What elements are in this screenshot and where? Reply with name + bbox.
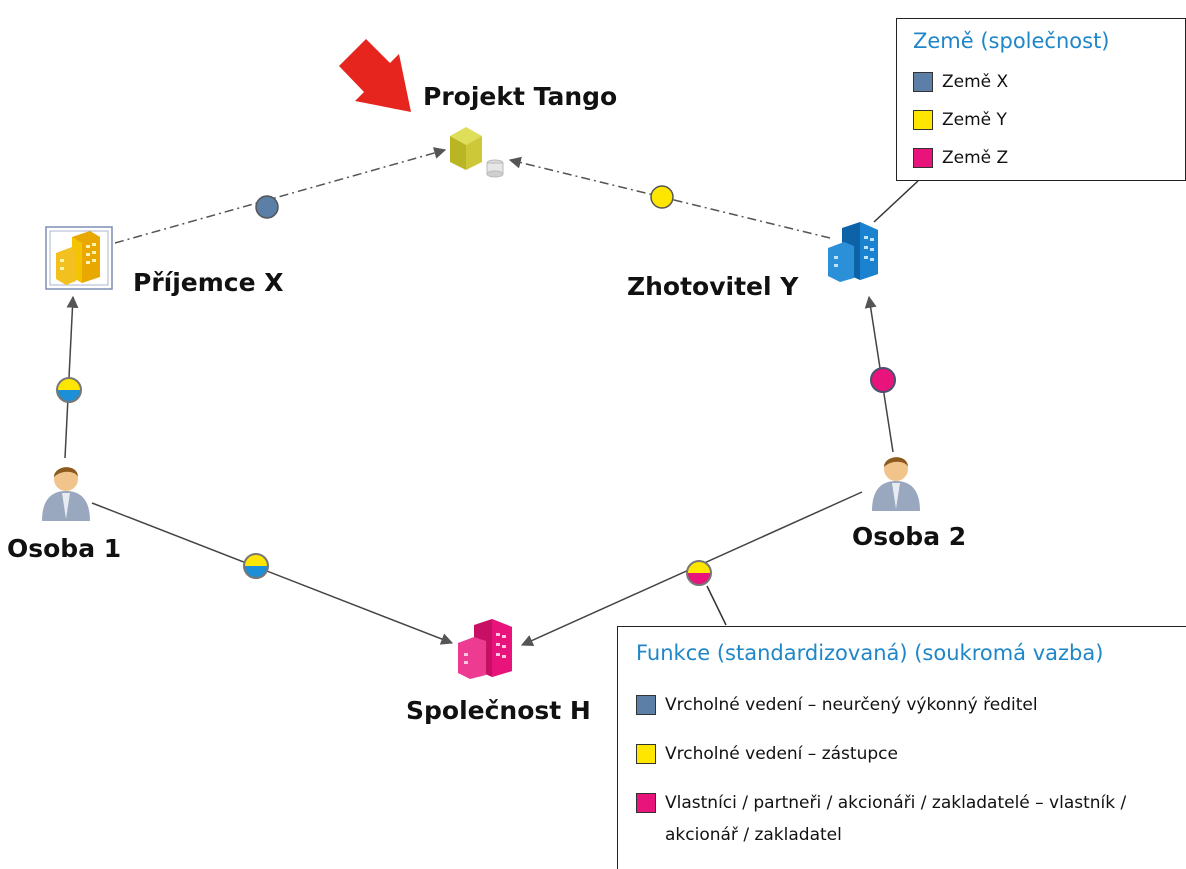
country-legend-item: Země Z: [913, 139, 1169, 177]
country-legend-item: Země Y: [913, 101, 1169, 139]
node-label-project: Projekt Tango: [423, 82, 618, 111]
legend-swatch: [913, 110, 933, 130]
legend-item-label: Vrcholné vedení – neurčený výkonný ředit…: [665, 695, 1038, 715]
edge-contractor-project: [508, 156, 831, 239]
edge-marker-function-split[interactable]: [243, 553, 269, 579]
edge-marker-function-split[interactable]: [56, 377, 82, 403]
legend-item-label: Země Z: [942, 148, 1009, 168]
legend-swatch: [636, 744, 656, 764]
legend-item-label: Země X: [942, 72, 1009, 92]
edge-marker-function-magenta[interactable]: [870, 367, 896, 393]
function-legend-item: Vrcholné vedení – zástupce: [636, 738, 1170, 770]
edge-recipient-project: [114, 147, 447, 244]
edge-marker-country-x[interactable]: [255, 195, 279, 219]
function-legend-title: Funkce (standardizovaná) (soukromá vazba…: [636, 641, 1104, 665]
project-cube-icon[interactable]: [450, 127, 504, 178]
building-icon[interactable]: [458, 619, 512, 679]
node-label-recipient: Příjemce X: [133, 268, 284, 297]
node-label-person2: Osoba 2: [852, 522, 967, 551]
highlight-arrow: [339, 39, 411, 112]
legend-swatch: [636, 695, 656, 715]
building-icon[interactable]: [45, 226, 113, 290]
node-label-person1: Osoba 1: [7, 534, 122, 563]
legend-item-label: Vrcholné vedení – zástupce: [665, 744, 898, 764]
legend-item-label: Země Y: [942, 110, 1007, 130]
person-icon[interactable]: [42, 467, 90, 521]
function-legend: Funkce (standardizovaná) (soukromá vazba…: [617, 626, 1186, 869]
legend-swatch: [636, 793, 656, 813]
edge-person1-company: [91, 502, 454, 645]
legend-swatch: [913, 148, 933, 168]
function-legend-item: Vlastníci / partneři / akcionáři / zakla…: [636, 787, 1170, 851]
edge-marker-country-y[interactable]: [650, 185, 674, 209]
legend-item-label: Vlastníci / partneři / akcionáři / zakla…: [665, 793, 1127, 845]
function-legend-item: Vrcholné vedení – neurčený výkonný ředit…: [636, 689, 1170, 721]
connector-country-legend: [873, 180, 919, 223]
building-icon[interactable]: [828, 222, 878, 282]
country-legend: Země (společnost) Země X Země Y Země Z: [896, 18, 1186, 181]
node-label-contractor: Zhotovitel Y: [627, 272, 799, 301]
node-label-company: Společnost H: [406, 696, 591, 725]
country-legend-item: Země X: [913, 63, 1169, 101]
connector-function-legend: [706, 585, 727, 626]
country-legend-title: Země (společnost): [913, 29, 1110, 53]
person-icon[interactable]: [872, 457, 920, 511]
legend-swatch: [913, 72, 933, 92]
edge-marker-function-split[interactable]: [686, 560, 712, 586]
